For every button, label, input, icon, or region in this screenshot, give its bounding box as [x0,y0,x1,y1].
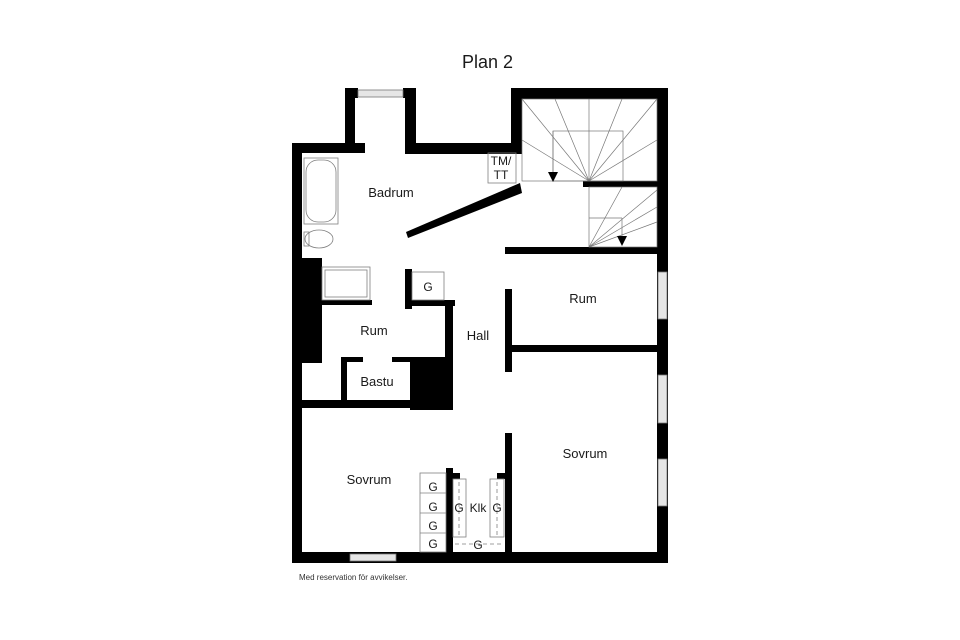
window-south [349,553,397,562]
outer-wall-north-stair [511,88,668,99]
outer-wall-north-bath-left [292,143,365,153]
closet-label-g: G [428,500,437,514]
room-label-sovrum-left: Sovrum [347,472,392,487]
bay-top-right [403,88,416,98]
room-label-hall: Hall [467,328,490,343]
outer-wall-south [292,552,668,563]
toilet-icon [304,229,334,249]
closet-label-g: G [492,501,501,515]
room-label-tt: TT [494,168,509,182]
closet-label-g: G [454,501,463,515]
closet-label-g: G [473,538,482,552]
wall-bath-south [322,300,372,305]
window-north-bath [357,89,404,98]
wall-g-bottom [405,300,455,306]
bay-wall-right [405,88,416,153]
stair-arrow-down-icon [617,236,627,246]
window-east-sovrum-2 [657,458,668,507]
room-label-sovrum-right: Sovrum [563,446,608,461]
stair-landing-wall [583,181,663,187]
wall-bastu-top-right [392,357,414,362]
wall-hall-west [445,300,453,410]
window-east-rum [657,271,668,320]
bay-wall-left [345,88,355,153]
closet-label-g: G [428,537,437,551]
wall-bastu-west [341,357,347,405]
hall-east-wall-upper [505,289,512,372]
windows [349,89,668,562]
window-east-sovrum-1 [657,374,668,424]
room-label-klk: Klk [470,501,488,515]
g-closet-box [411,271,445,301]
outer-wall-north-bath-right [405,143,522,154]
bay-top-left [345,88,358,98]
walls [292,88,668,563]
wall-bastu-top-left [341,357,363,362]
plan-title: Plan 2 [461,52,514,72]
closet-label-g: G [428,480,437,494]
room-label-tm: TM/ [491,154,512,168]
hall-east-wall-lower [505,433,512,558]
wall-rum-south [510,345,660,352]
wall-rum-north [505,247,663,254]
wall-g-closet [405,269,412,309]
room-label-badrum: Badrum [368,185,414,200]
disclaimer-note: Med reservation för avvikelser. [299,573,408,582]
closet-label-g: G [423,280,432,294]
wall-sovrum-north [292,400,453,408]
tm-tt-box [487,152,517,184]
room-label-bastu: Bastu [360,374,393,389]
wall-klk-top-right [497,473,511,479]
staircase [521,98,658,248]
outer-wall-east [657,88,668,563]
wall-block-west [292,258,322,363]
shower-icon [321,266,371,301]
room-label-rum-right: Rum [569,291,596,306]
stair-arrow-down-icon [548,172,558,182]
diagonal-wall [406,183,522,238]
bathtub-icon [305,159,337,223]
bathtub-frame [303,157,339,225]
closet-label-g: G [428,519,437,533]
room-label-rum-left: Rum [360,323,387,338]
wall-klk-west [446,468,453,558]
wall-klk-top-left [446,473,460,479]
stair-wall-west [511,88,522,154]
